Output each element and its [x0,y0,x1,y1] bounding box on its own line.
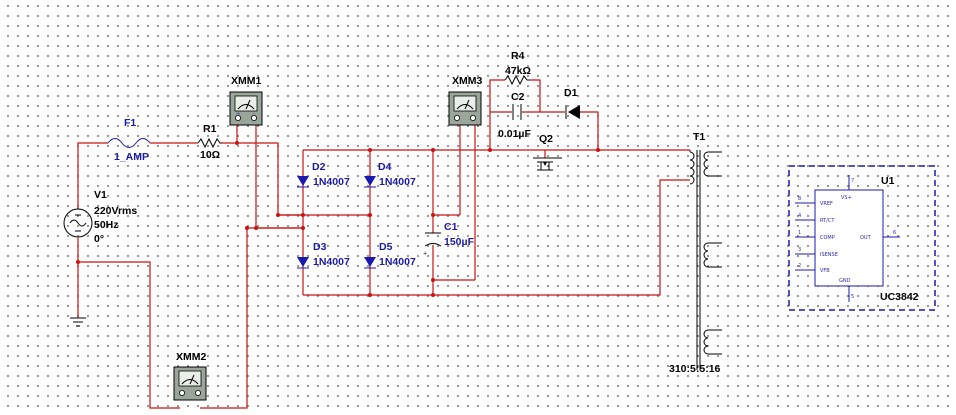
svg-text:-: - [253,111,255,117]
u1-pin-isense: ISENSE [820,252,838,258]
d1-diode[interactable] [565,105,580,119]
u1-part: UC3842 [880,291,919,303]
r4-resistor[interactable] [504,74,530,86]
wire-xmm1-minus [255,123,303,229]
q2-mosfet[interactable] [533,157,562,171]
d5-diode[interactable] [364,257,376,269]
xmm1-ref: XMM1 [231,75,261,87]
c1-capacitor[interactable]: + [423,232,442,257]
u1-pin-gnd: GND [839,278,851,284]
v1-frequency: 50Hz [94,219,119,231]
u1-pin-out: OUT [860,235,872,241]
u1-pinnum-1: 1 [798,230,801,236]
xmm2-ref: XMM2 [176,351,206,363]
u1-pinnum-6: 6 [893,230,896,236]
d2-diode[interactable] [297,176,309,188]
wires [77,79,690,409]
wire-v1-fuse [77,142,108,208]
c2-value: 0.01µF [498,128,531,140]
wire-xmm2-right [200,228,248,409]
r1-ref: R1 [203,123,217,135]
r4-value: 47kΩ [505,65,531,77]
d4-diode[interactable] [364,176,376,188]
u1-pin-rtct: RT/CT [820,218,835,224]
u1-pin-comp: COMP [820,235,835,241]
d5-value: 1N4007 [379,256,416,268]
xmm1-multimeter[interactable]: +- [229,91,263,126]
r1-value: 10Ω [200,149,220,161]
svg-text:+: + [236,111,240,117]
d2-value: 1N4007 [313,176,350,188]
d3-ref: D3 [313,241,327,253]
q2-ref: Q2 [539,133,553,145]
wire-r1-node [222,142,303,216]
v1-voltage: 220Vrms [94,205,137,217]
u1-pinnum-4: 4 [798,213,801,219]
r1-resistor[interactable] [197,137,222,149]
wire-snubber-right [530,79,541,112]
xmm2-multimeter[interactable] [173,366,207,401]
u1-pinnum-3: 3 [798,247,801,253]
c2-capacitor[interactable] [512,104,522,120]
t1-ref: T1 [693,131,705,143]
u1-ic-uc3842[interactable] [788,165,936,311]
xmm3-multimeter[interactable] [448,91,482,126]
c1-value: 150µF [444,236,475,248]
u1-pinnum-8: 8 [798,196,801,202]
wire-bottom-rail [303,179,690,296]
v1-ac-source[interactable] [63,208,93,238]
d4-value: 1N4007 [379,176,416,188]
d3-value: 1N4007 [313,256,350,268]
v1-phase: 0° [94,233,104,245]
u1-pinnum-7: 7 [851,178,854,184]
f1-fuse[interactable] [107,138,153,148]
v1-ref: V1 [94,189,107,201]
ground-icon [70,262,86,327]
u1-ref: U1 [881,175,895,187]
u1-pin-vfb: VFB [820,268,830,274]
c2-ref: C2 [511,91,525,103]
r4-ref: R4 [511,50,525,62]
junctions [76,141,600,297]
d1-ref: D1 [564,87,578,99]
wire-snubber-left [489,79,505,150]
d2-ref: D2 [312,161,326,173]
wire-v1-bottom [77,238,180,409]
d5-ref: D5 [379,241,393,253]
svg-text:+: + [423,251,427,257]
f1-ref: F1 [124,117,136,129]
d3-diode[interactable] [297,257,309,269]
xmm3-ref: XMM3 [452,75,482,87]
t1-transformer[interactable] [689,150,722,370]
f1-value: 1_AMP [114,151,149,163]
c1-ref: C1 [444,221,458,233]
u1-pinnum-5: 5 [851,294,854,300]
wire-d1-right [580,111,599,150]
u1-pin-vs: VS+ [841,195,852,201]
u1-pinnum-2: 2 [798,263,801,269]
d4-ref: D4 [378,161,392,173]
t1-ratio: 310:5:5:16 [669,363,721,375]
u1-pin-vref: VREF [820,201,833,207]
